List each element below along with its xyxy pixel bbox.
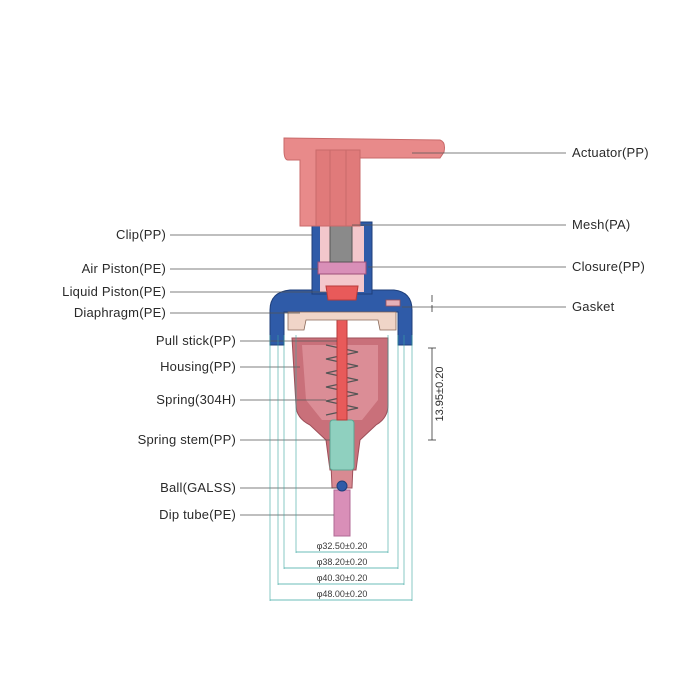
label-mesh: Mesh(PA) <box>572 217 631 232</box>
leader-lines-right <box>352 152 566 308</box>
mesh-shape <box>329 221 353 263</box>
diaphragm-shape <box>287 311 397 331</box>
closure-shape <box>269 289 413 346</box>
dim-40-30: φ40.30±0.20 <box>316 573 368 583</box>
height-dimension-label: 13.95±0.20 <box>434 366 446 422</box>
dimension-lines <box>270 551 412 601</box>
spring-stem-shape <box>329 419 355 471</box>
label-clip: Clip(PP) <box>116 227 166 242</box>
dip-tube-shape <box>333 489 351 537</box>
label-air-piston: Air Piston(PE) <box>81 261 166 276</box>
label-pull-stick: Pull stick(PP) <box>155 333 236 348</box>
label-spring-stem: Spring stem(PP) <box>137 432 236 447</box>
label-liquid-piston: Liquid Piston(PE) <box>62 284 166 299</box>
label-spring: Spring(304H) <box>156 392 236 407</box>
label-closure: Closure(PP) <box>572 259 645 274</box>
leader-lines-left <box>170 234 337 516</box>
label-dip-tube: Dip tube(PE) <box>159 507 236 522</box>
label-gasket: Gasket <box>572 299 615 314</box>
label-ball: Ball(GALSS) <box>160 480 236 495</box>
air-piston-shape <box>317 261 367 275</box>
label-diaphragm: Diaphragm(PE) <box>73 305 166 320</box>
dim-38-20: φ38.20±0.20 <box>316 557 368 567</box>
dim-32-50: φ32.50±0.20 <box>316 541 368 551</box>
liquid-piston-shape <box>325 285 359 301</box>
ball-shape <box>336 480 348 492</box>
gasket-shape <box>385 299 401 307</box>
actuator-shape <box>283 137 445 227</box>
dimension-extension-lines <box>269 335 413 601</box>
dim-48-00: φ48.00±0.20 <box>316 589 368 599</box>
height-dimension-line <box>428 347 436 441</box>
label-actuator: Actuator(PP) <box>572 145 649 160</box>
label-housing: Housing(PP) <box>160 359 236 374</box>
actuator-stem-shape <box>315 149 361 227</box>
